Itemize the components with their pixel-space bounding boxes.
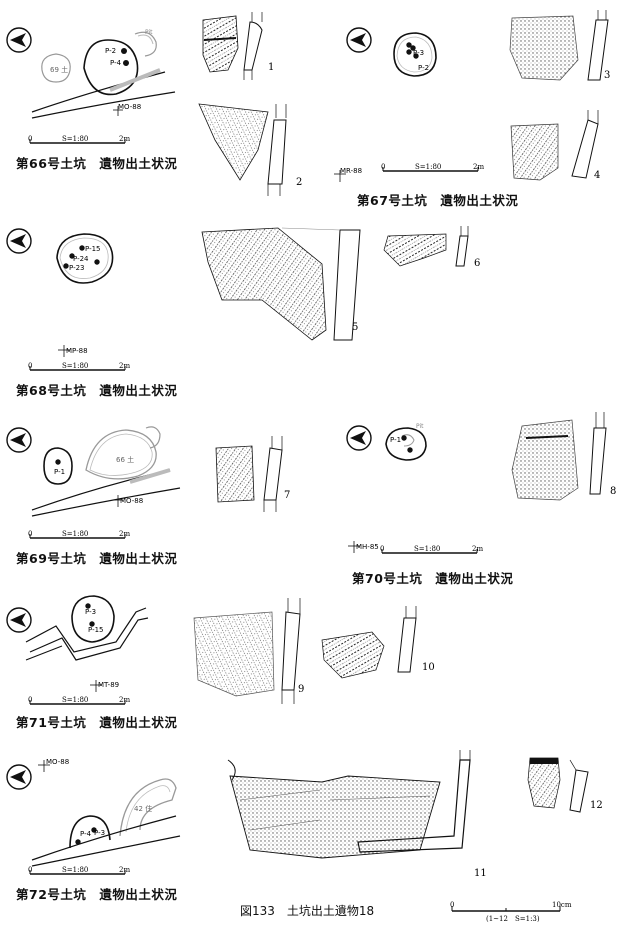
artifact-number: 10 [422, 662, 435, 673]
pit69-scale-ratio: S=1:80 [62, 530, 88, 538]
artifact-12: 12 [527, 757, 603, 813]
pit68-plan: P-15 P-24 P-23 MP-88 0 S=1:80 2m [6, 228, 130, 371]
pit68-caption: 第68号土坑 遺物出土状況 [16, 383, 178, 398]
pit69-scale-start: 0 [28, 530, 32, 538]
artifact-2: 2 [198, 103, 302, 196]
artifact-number: 12 [590, 800, 603, 811]
pit71-point-p15: P-15 [88, 626, 104, 634]
north-arrow-icon [346, 27, 372, 53]
pit68-point-p24: P-24 [73, 255, 89, 263]
artifact-4: 4 [510, 110, 600, 181]
pit72-scale-end: 2m [119, 866, 130, 874]
north-arrow-icon [6, 764, 32, 790]
figure-scale-note: (1~12 S=1:3) [486, 915, 540, 923]
pit66-scale-ratio: S=1:80 [62, 135, 88, 143]
pit69-grid-label: MO-88 [120, 497, 143, 505]
north-arrow-icon [6, 27, 32, 53]
pit68-scale-ratio: S=1:80 [62, 362, 88, 370]
pit69-plan: P-1 66 土 MO-88 0 S=1:80 2m [6, 426, 181, 539]
artifact-3: 3 [509, 10, 610, 81]
pit69-scale-end: 2m [119, 530, 130, 538]
pit70-caption: 第70号土坑 遺物出土状況 [352, 571, 514, 586]
artifact-8: 8 [511, 412, 616, 501]
pit67-scale-end: 2m [473, 163, 484, 171]
pit66-point-p4: P-4 [110, 59, 122, 67]
pit67-grid-label: MR-88 [340, 167, 362, 175]
pit72-grid-label: MO-88 [46, 758, 69, 766]
artifact-number: 1 [268, 62, 274, 73]
pit66-plan: 69 土 Pit P-2 P-4 MO-88 0 S=1:80 2m [6, 27, 176, 144]
artifact-number: 6 [474, 258, 480, 269]
artifact-number: 11 [474, 868, 487, 879]
artifact-number: 9 [298, 684, 304, 695]
pit67-scale-start: 0 [381, 163, 385, 171]
artifact-number: 5 [352, 322, 358, 333]
pit68-point-p15: P-15 [85, 245, 101, 253]
artifact-number: 2 [296, 177, 302, 188]
pit70-scale-ratio: S=1:80 [414, 545, 440, 553]
pit67-scale-ratio: S=1:80 [415, 163, 441, 171]
find-point [123, 60, 129, 66]
artifact-7: 7 [215, 436, 290, 512]
figure-scale-end: 10cm [552, 901, 572, 909]
pit66-point-p2: P-2 [105, 47, 116, 55]
figure-title: 図133 土坑出土遺物18 [240, 904, 375, 918]
pit69-label-soil: 66 土 [116, 455, 134, 464]
pit67-point-p3: P-3 [413, 49, 424, 57]
pit70-plan: Pit P-1 MH-85 0 S=1:80 2m [346, 423, 483, 554]
pit69-point-p1: P-1 [54, 468, 65, 476]
pit67-plan: P-3 P-2 MR-88 0 S=1:80 2m [334, 27, 484, 182]
pit66-label-soil: 69 土 [50, 65, 68, 74]
figure-scale-start: 0 [450, 901, 454, 909]
pit68-scale-start: 0 [28, 362, 32, 370]
pit71-point-p3: P-3 [85, 608, 96, 616]
pit71-caption: 第71号土坑 遺物出土状況 [16, 715, 178, 730]
pit72-caption: 第72号土坑 遺物出土状況 [16, 887, 178, 902]
pit67-caption: 第67号土坑 遺物出土状況 [357, 193, 519, 208]
north-arrow-icon [6, 607, 32, 633]
pit72-plan: MO-88 P-4 P-3 42 住 0 S=1:80 2m [6, 758, 181, 875]
pit72-label-dwelling: 42 住 [134, 804, 152, 813]
artifact-number: 7 [284, 490, 290, 501]
pit72-point-p3: P-3 [94, 829, 105, 837]
pit70-scale-start: 0 [380, 545, 384, 553]
artifact-10: 10 [321, 606, 435, 679]
pit70-point-p1: P-1 [390, 436, 401, 444]
pit71-scale-ratio: S=1:80 [62, 696, 88, 704]
pit66-scale-end: 2m [119, 135, 130, 143]
artifact-5: 5 [201, 227, 361, 341]
pit66-label-pit: Pit [145, 29, 153, 36]
artifact-number: 3 [604, 70, 610, 81]
artifact-9: 9 [193, 598, 304, 704]
pit66-grid-label: MO-88 [118, 103, 141, 111]
pit70-grid-label: MH-85 [356, 543, 379, 551]
pit66-scale-start: 0 [28, 135, 32, 143]
pit67-point-p2: P-2 [418, 64, 429, 72]
pit72-scale-start: 0 [28, 866, 32, 874]
pit66-caption: 第66号土坑 遺物出土状況 [16, 156, 178, 171]
north-arrow-icon [6, 427, 32, 453]
artifact-number: 8 [610, 486, 616, 497]
figure-scale-bar: 0 10cm (1~12 S=1:3) [450, 901, 572, 923]
pit68-point-p23: P-23 [69, 264, 85, 272]
north-arrow-icon [346, 425, 372, 451]
artifact-6: 6 [383, 226, 480, 269]
pit69-caption: 第69号土坑 遺物出土状況 [16, 551, 178, 566]
pit72-scale-ratio: S=1:80 [62, 866, 88, 874]
artifact-number: 4 [594, 170, 600, 181]
artifact-11: 11 [227, 750, 487, 879]
pit72-point-p4: P-4 [80, 830, 92, 838]
pit71-grid-label: MT-89 [98, 681, 119, 689]
pit70-label-pit: Pit [416, 423, 424, 430]
pit68-grid-label: MP-88 [66, 347, 88, 355]
pit68-scale-end: 2m [119, 362, 130, 370]
pit70-scale-end: 2m [472, 545, 483, 553]
pit71-scale-start: 0 [28, 696, 32, 704]
artifact-1: 1 [202, 12, 274, 80]
pit71-scale-end: 2m [119, 696, 130, 704]
pit71-plan: P-3 P-15 MT-89 0 S=1:80 2m [6, 595, 149, 705]
find-point [121, 48, 127, 54]
north-arrow-icon [6, 228, 32, 254]
